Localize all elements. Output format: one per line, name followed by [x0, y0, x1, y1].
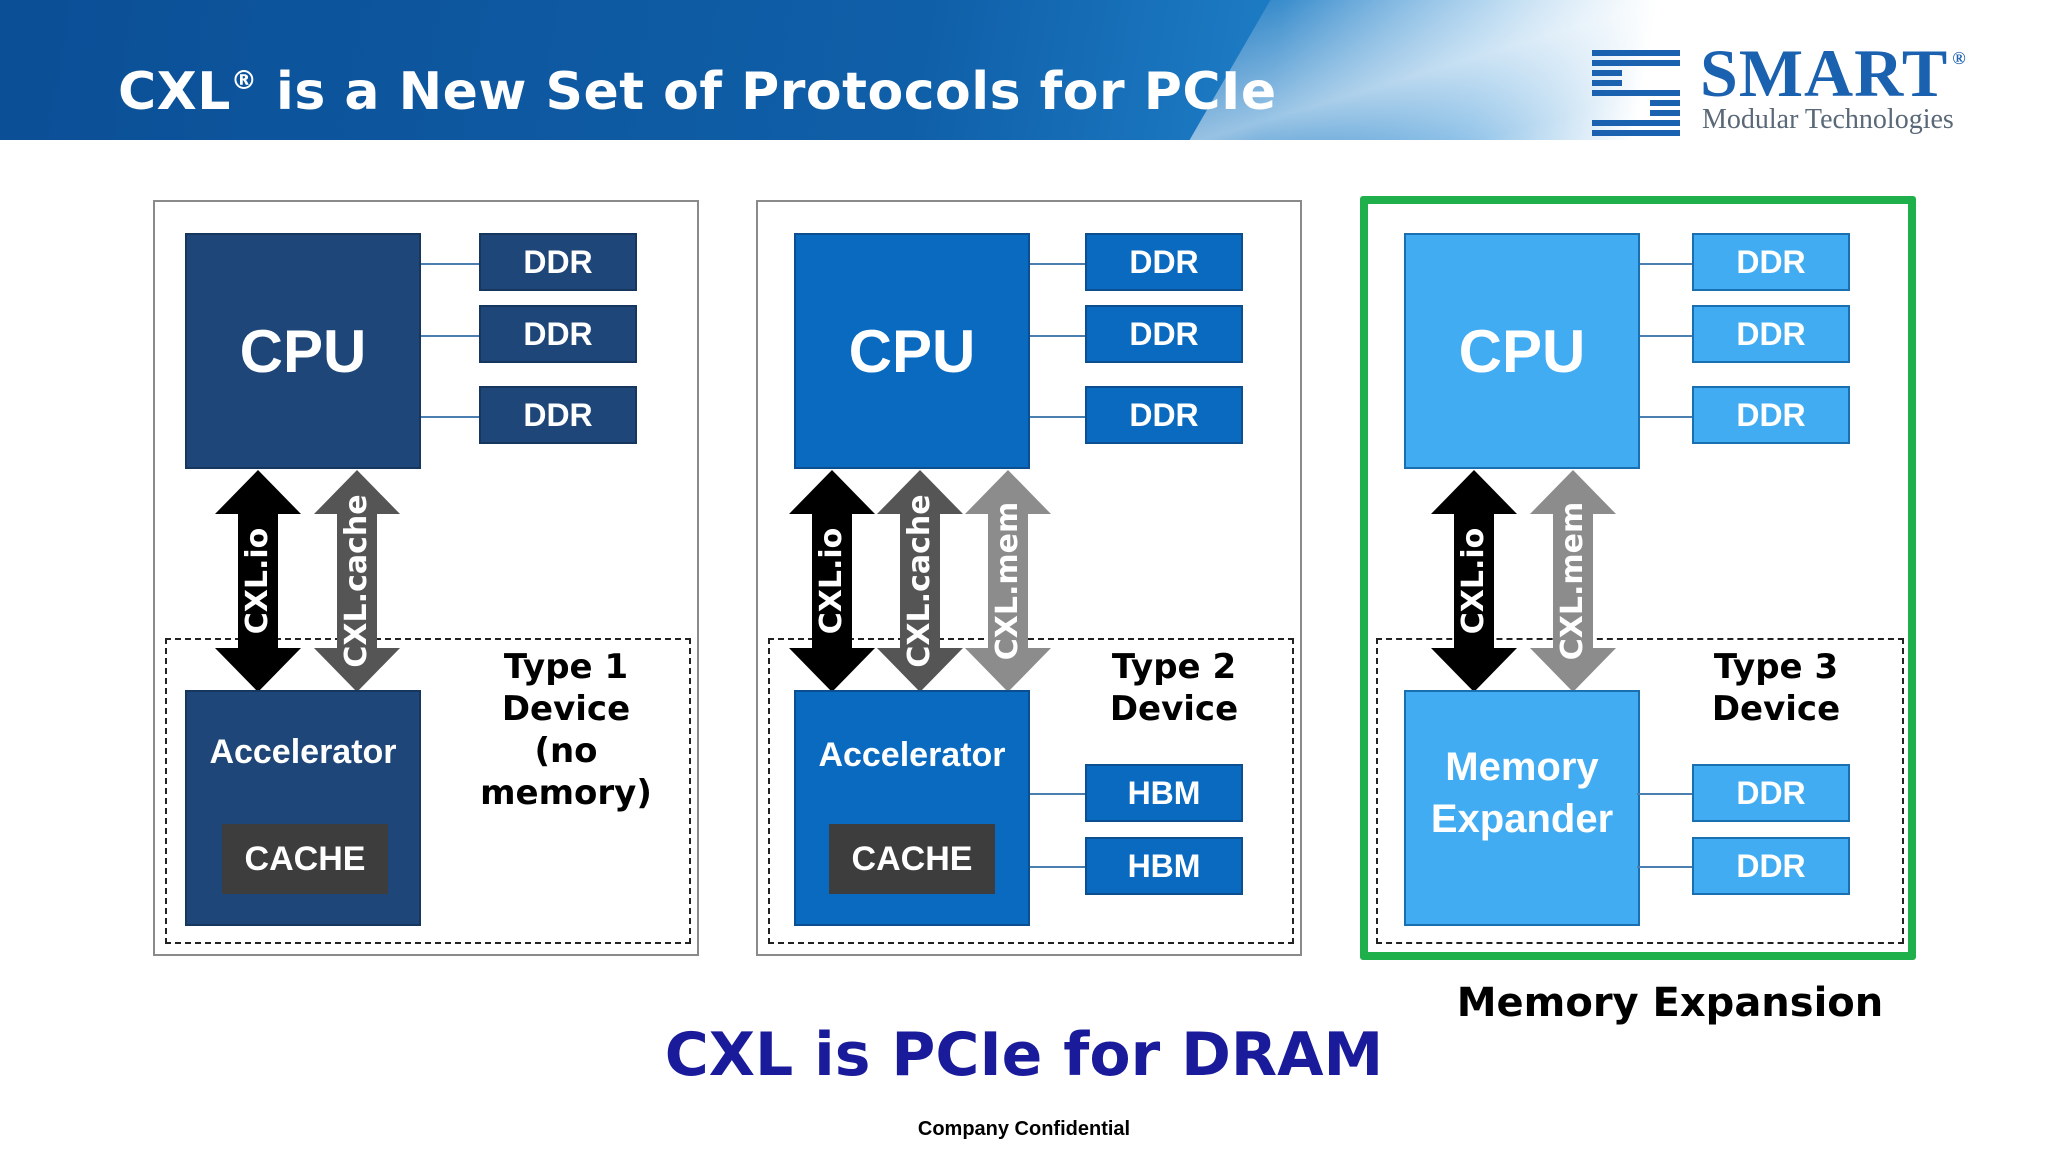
cpu-ddr-connector [1030, 335, 1088, 337]
ddr-block: DDR [479, 233, 637, 291]
cpu-ddr-connector [1637, 416, 1695, 418]
cpu-ddr-connector [421, 335, 481, 337]
accelerator-label: Accelerator [818, 736, 1006, 774]
cpu-block: CPU [794, 233, 1030, 469]
device-type-label: Type 3 Device [1711, 647, 1841, 729]
cpu-ddr-connector [1030, 416, 1088, 418]
cxl-cache-arrow [314, 470, 400, 692]
cpu-ddr-connector [421, 416, 481, 418]
cpu-block: CPU [1404, 233, 1640, 469]
cache-block: CACHE [222, 824, 388, 894]
cxl-mem-arrow [1530, 470, 1616, 692]
cpu-ddr-connector [1637, 263, 1695, 265]
ddr-block: DDR [1085, 305, 1243, 363]
logo-subtitle: Modular Technologies [1702, 104, 1954, 135]
cpu-ddr-connector [1030, 263, 1088, 265]
ddr-block: DDR [479, 305, 637, 363]
cxl-io-arrow [789, 470, 875, 692]
cxl-io-label: CXL.io [240, 527, 275, 635]
cxl-io-arrow [215, 470, 301, 692]
device-hbm-connector [1030, 866, 1088, 868]
ddr-block: DDR [1692, 386, 1850, 444]
type1-device-boundary [165, 638, 691, 944]
logo-name: SMART® [1700, 35, 1967, 111]
ddr-block: DDR [1085, 386, 1243, 444]
cache-block: CACHE [829, 824, 995, 894]
type2-device-boundary [768, 638, 1294, 944]
memory-expander-label: Memory [1445, 745, 1599, 789]
cxl-io-label: CXL.io [1456, 527, 1491, 635]
cxl-cache-label: CXL.cache [902, 494, 937, 668]
memory-expansion-caption: Memory Expansion [1456, 980, 1884, 1026]
cxl-io-label: CXL.io [814, 527, 849, 635]
cxl-mem-arrow [965, 470, 1051, 692]
cxl-mem-label: CXL.mem [990, 501, 1025, 661]
ddr-block: DDR [1085, 233, 1243, 291]
type3-device-boundary [1376, 638, 1904, 944]
ddr-block: DDR [1692, 233, 1850, 291]
ddr-block: DDR [1692, 305, 1850, 363]
accelerator-label: Accelerator [209, 733, 397, 771]
device-type-label: Type 2 Device [1109, 647, 1239, 729]
device-ddr-connector [1637, 793, 1695, 795]
slide-tagline: CXL is PCIe for DRAM [664, 1020, 1384, 1090]
smart-logo-icon [1592, 50, 1680, 136]
cpu-ddr-connector [421, 263, 481, 265]
device-ddr-connector [1637, 866, 1695, 868]
memory-expander-block: Memory Expander [1404, 690, 1640, 926]
device-type-label: Type 1 Device (no memory) [480, 647, 652, 813]
ddr-block: DDR [479, 386, 637, 444]
cxl-cache-label: CXL.cache [339, 494, 374, 668]
confidential-footer: Company Confidential [917, 1118, 1131, 1140]
slide-title: CXL® is a New Set of Protocols for PCIe [118, 62, 1277, 122]
device-hbm-connector [1030, 793, 1088, 795]
hbm-block: HBM [1085, 837, 1243, 895]
memory-expander-label: Expander [1430, 797, 1614, 841]
cpu-ddr-connector [1637, 335, 1695, 337]
ddr-block: DDR [1692, 764, 1850, 822]
ddr-block: DDR [1692, 837, 1850, 895]
slide-header: CXL® is a New Set of Protocols for PCIe … [0, 0, 2048, 140]
cxl-cache-arrow [877, 470, 963, 692]
cpu-block: CPU [185, 233, 421, 469]
cxl-mem-label: CXL.mem [1555, 501, 1590, 661]
cxl-io-arrow [1431, 470, 1517, 692]
hbm-block: HBM [1085, 764, 1243, 822]
